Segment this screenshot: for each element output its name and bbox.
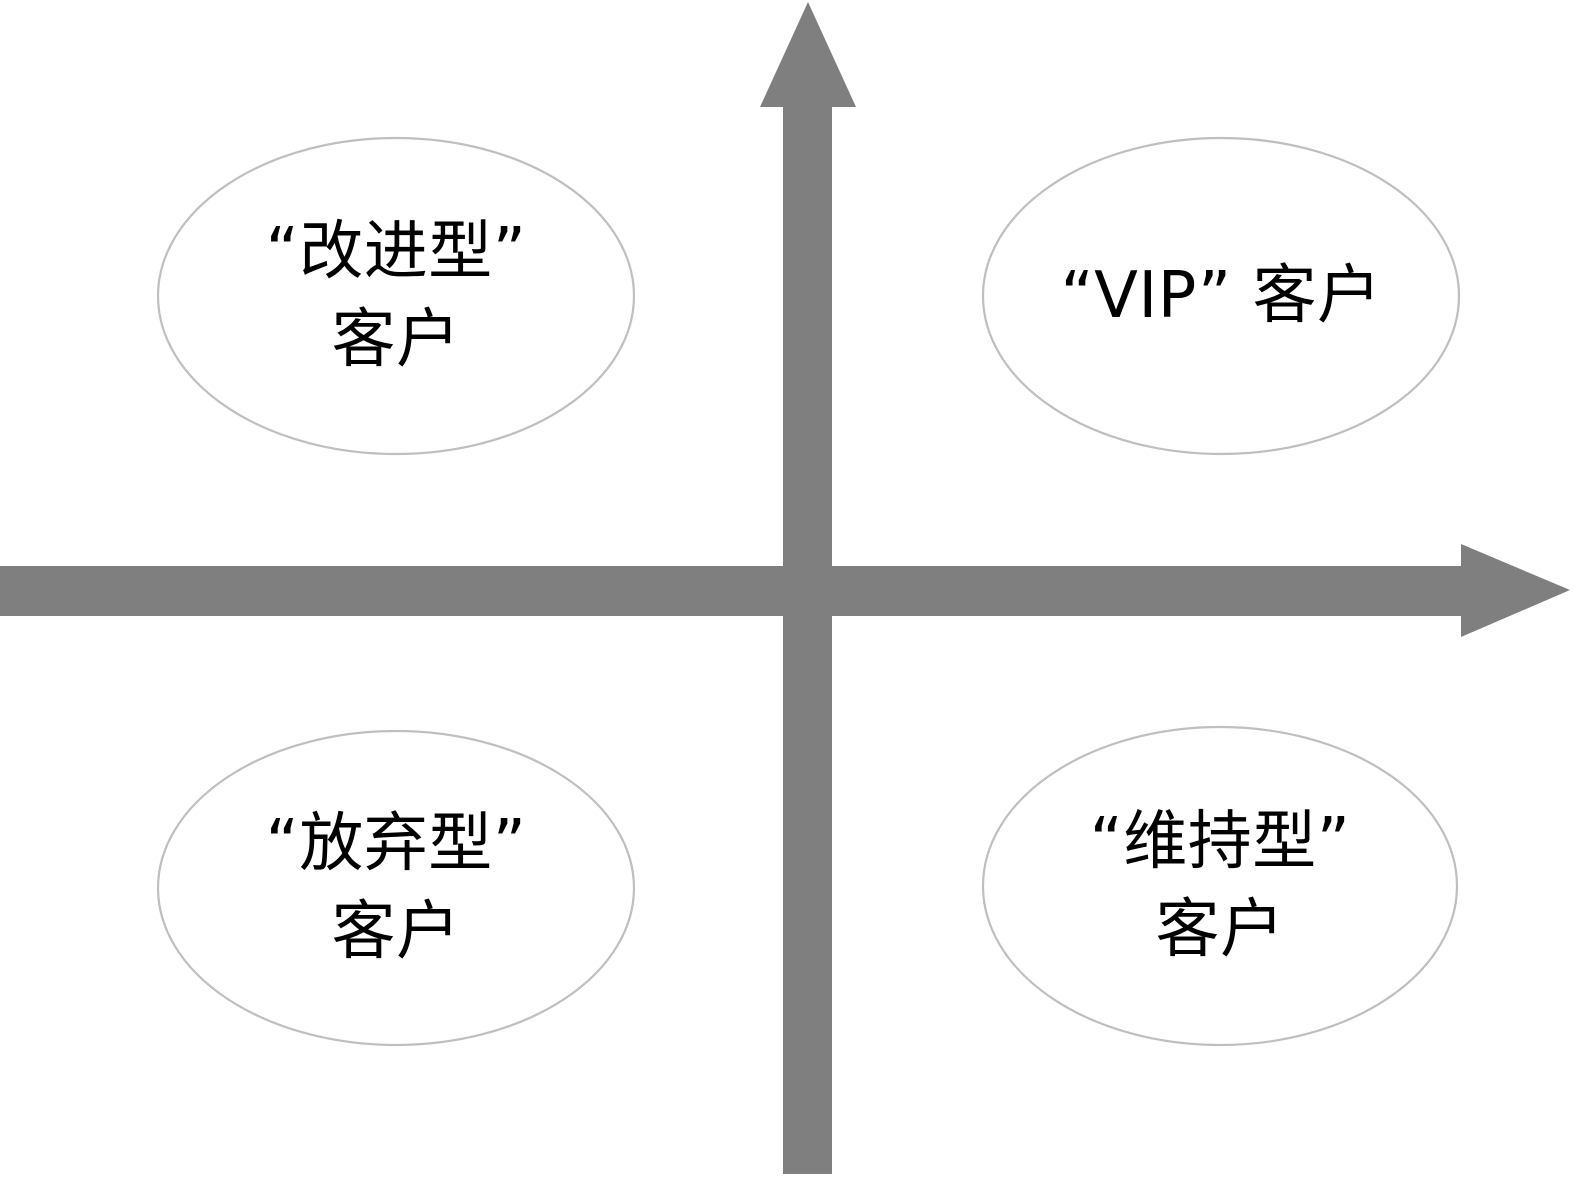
vertical-axis — [760, 2, 856, 1174]
horizontal-axis-shaft — [0, 566, 1462, 616]
vertical-axis-shaft — [783, 100, 832, 1174]
vertical-axis-arrowhead-up-icon — [760, 2, 856, 107]
ellipse-maintain-customers[interactable] — [981, 725, 1459, 1047]
horizontal-axis — [0, 544, 1570, 637]
ellipse-improvement-customers[interactable] — [156, 136, 636, 456]
ellipse-abandon-customers[interactable] — [156, 729, 636, 1047]
horizontal-axis-arrowhead-right-icon — [1461, 544, 1570, 637]
ellipse-vip-customers[interactable] — [981, 136, 1461, 456]
